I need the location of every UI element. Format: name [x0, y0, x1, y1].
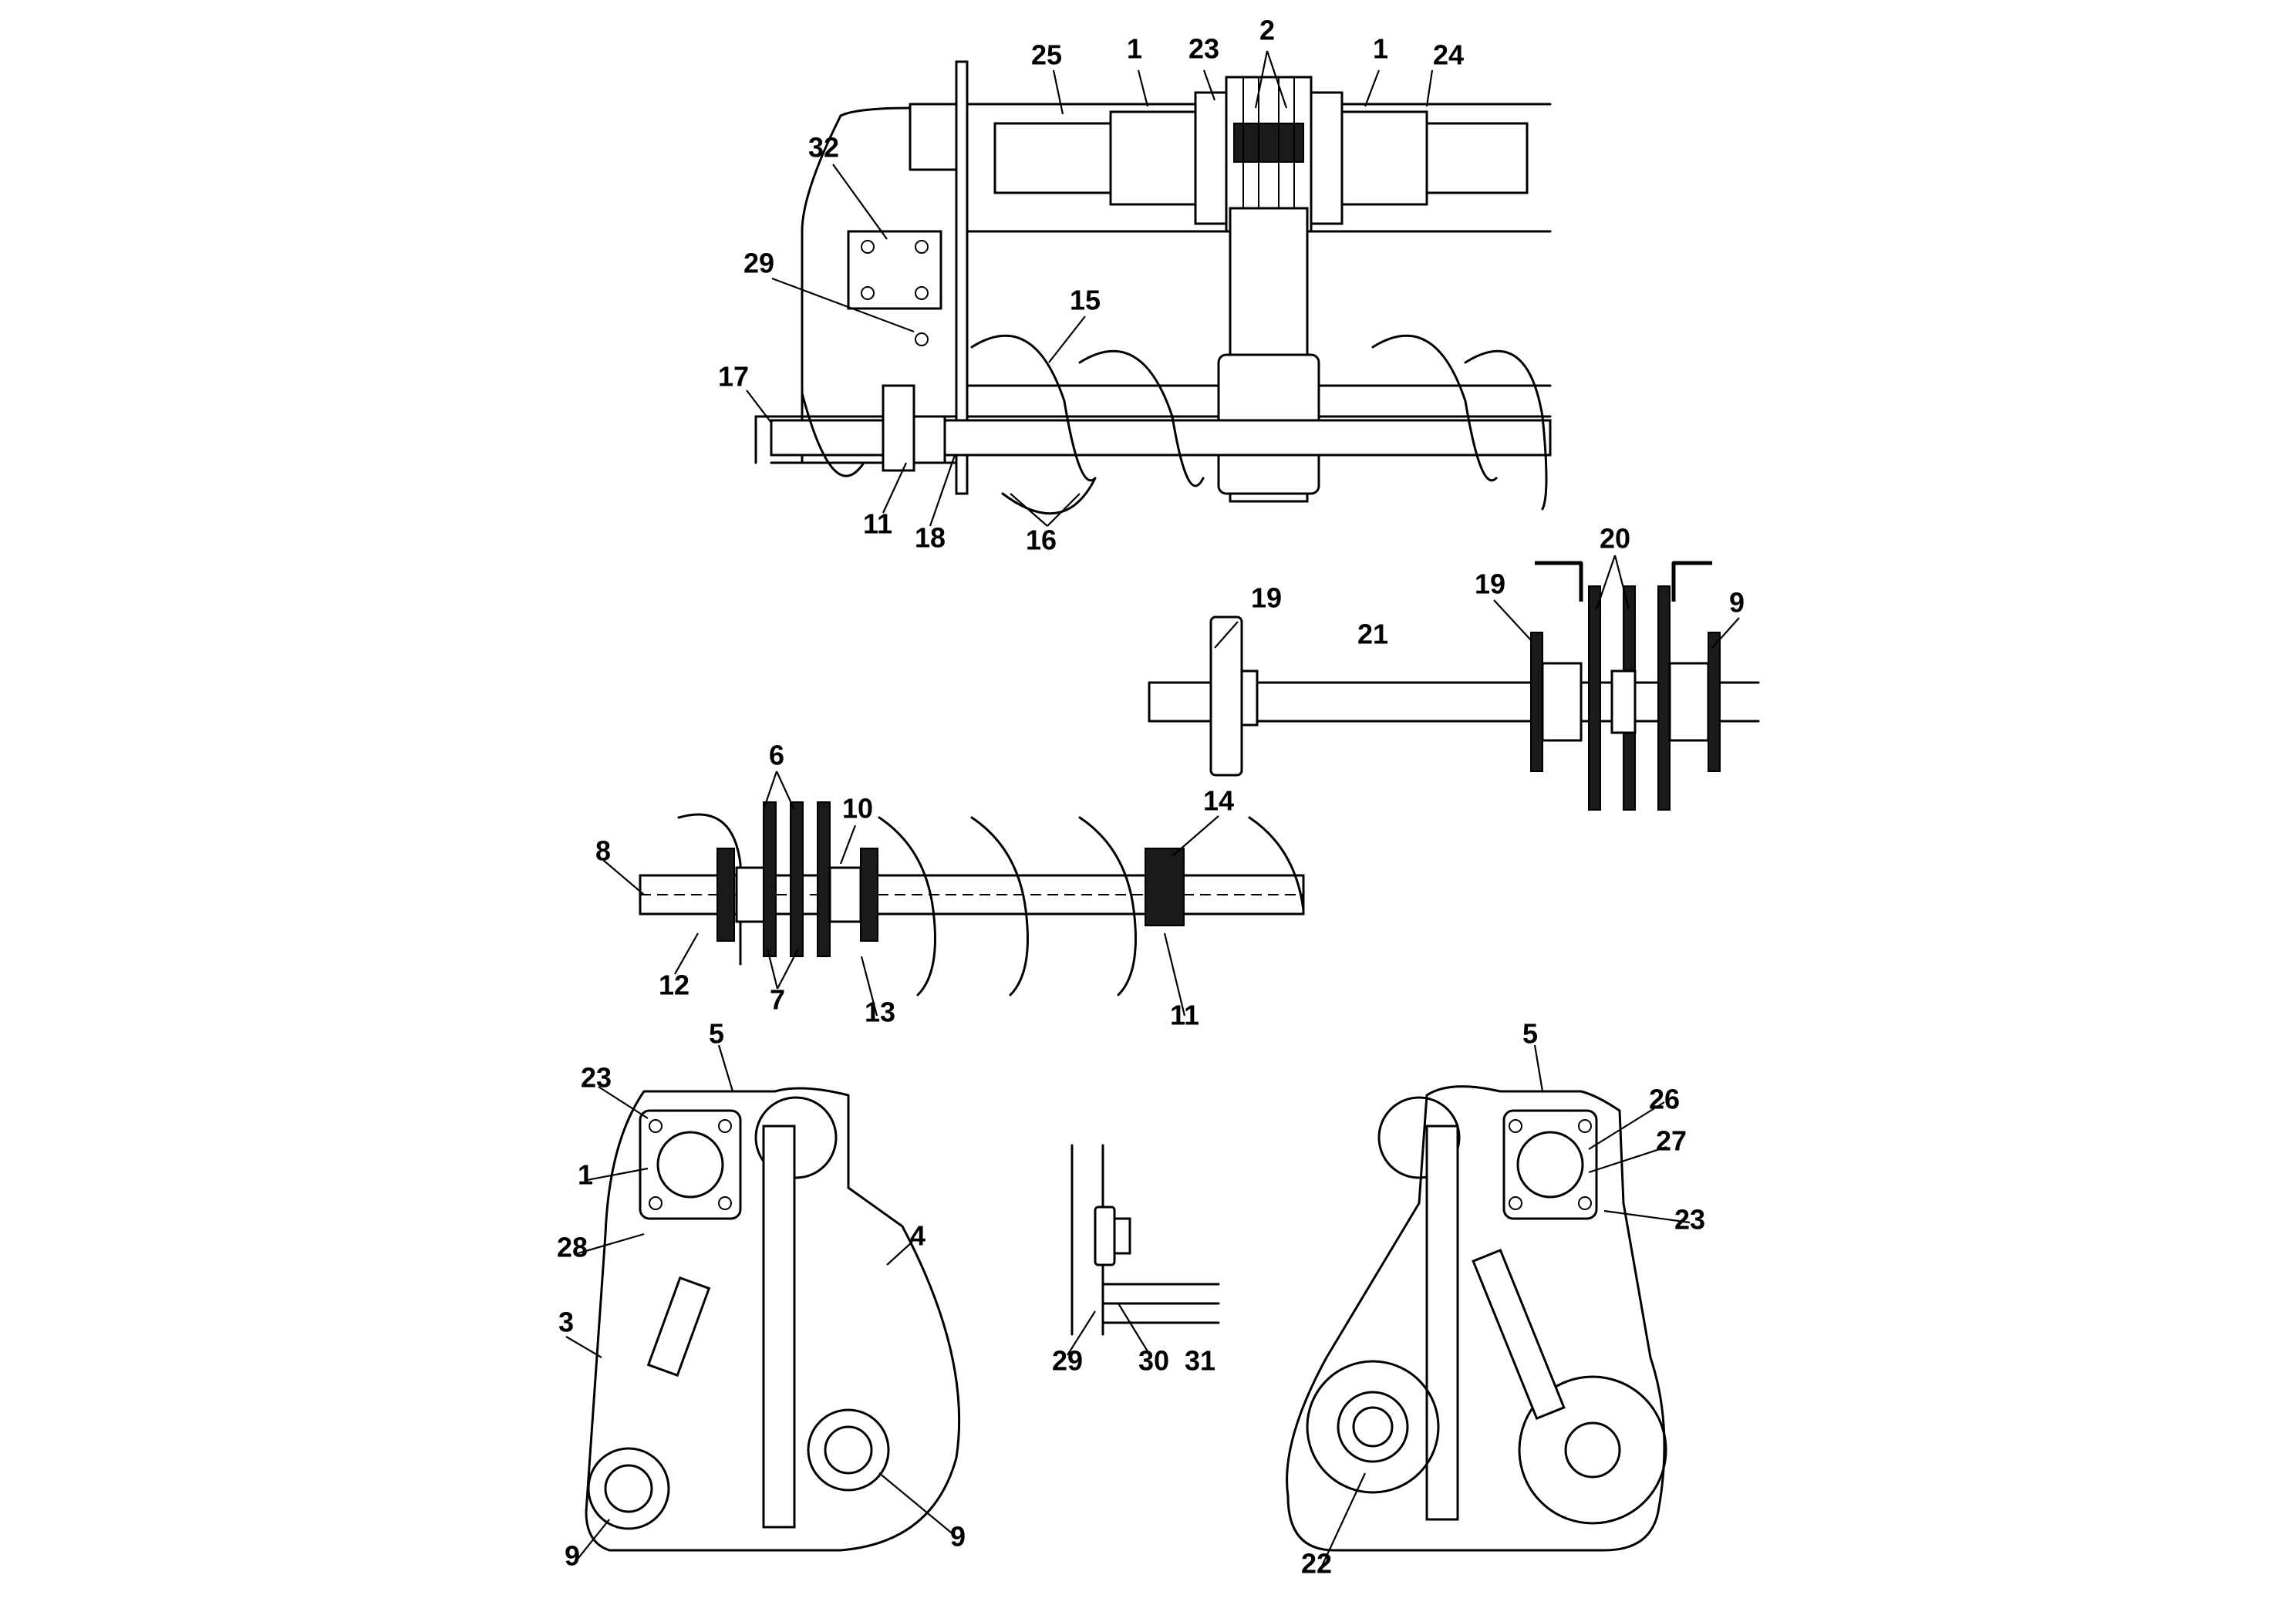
- callout-5: 5: [1522, 1018, 1538, 1050]
- callout-19: 19: [1251, 582, 1282, 614]
- callout-10: 10: [842, 793, 873, 824]
- callout-labels: 25 1 23 2 1 24 32 29 15 17 11 18 16 19 2…: [557, 15, 1745, 1580]
- callout-22: 22: [1301, 1548, 1332, 1580]
- callout-29: 29: [743, 248, 774, 279]
- callout-29: 29: [1052, 1345, 1083, 1377]
- callout-1: 1: [1373, 33, 1388, 65]
- callout-24: 24: [1433, 39, 1464, 71]
- callout-5: 5: [709, 1018, 724, 1050]
- callout-23: 23: [1188, 33, 1219, 65]
- callout-9: 9: [1729, 587, 1745, 619]
- top-assembly-view: [754, 60, 1552, 515]
- callout-11: 11: [1170, 1000, 1199, 1031]
- callout-21: 21: [1357, 619, 1388, 650]
- right-side-panel-view: [1286, 1085, 1667, 1552]
- left-side-panel-view: [585, 1087, 961, 1552]
- callout-9: 9: [950, 1521, 966, 1553]
- callout-18: 18: [915, 522, 946, 554]
- auger-chain-view: [639, 801, 1305, 996]
- callout-32: 32: [808, 132, 839, 164]
- callout-27: 27: [1656, 1125, 1687, 1157]
- callout-4: 4: [910, 1220, 925, 1252]
- callout-28: 28: [557, 1232, 588, 1263]
- callout-31: 31: [1185, 1345, 1215, 1377]
- callout-1: 1: [578, 1159, 593, 1191]
- callout-25: 25: [1031, 39, 1062, 71]
- callout-16: 16: [1026, 524, 1057, 556]
- callout-12: 12: [659, 969, 689, 1001]
- callout-23: 23: [581, 1062, 612, 1094]
- callout-19: 19: [1475, 568, 1505, 600]
- callout-11: 11: [863, 508, 892, 540]
- callout-9: 9: [565, 1540, 580, 1572]
- leader-lines: [565, 50, 1740, 1573]
- callout-20: 20: [1600, 523, 1630, 555]
- callout-8: 8: [595, 835, 611, 867]
- callout-17: 17: [718, 361, 749, 393]
- bracket-detail-view: [1070, 1144, 1220, 1336]
- callout-7: 7: [770, 984, 785, 1016]
- callout-1: 1: [1127, 33, 1142, 65]
- shaft-section-view: [1148, 561, 1760, 811]
- callout-30: 30: [1138, 1345, 1169, 1377]
- callout-26: 26: [1649, 1084, 1680, 1115]
- callout-15: 15: [1070, 285, 1101, 316]
- callout-6: 6: [769, 740, 784, 771]
- callout-14: 14: [1203, 785, 1234, 817]
- callout-13: 13: [865, 996, 895, 1028]
- callout-2: 2: [1259, 15, 1275, 46]
- callout-3: 3: [558, 1307, 574, 1338]
- callout-23: 23: [1674, 1204, 1705, 1236]
